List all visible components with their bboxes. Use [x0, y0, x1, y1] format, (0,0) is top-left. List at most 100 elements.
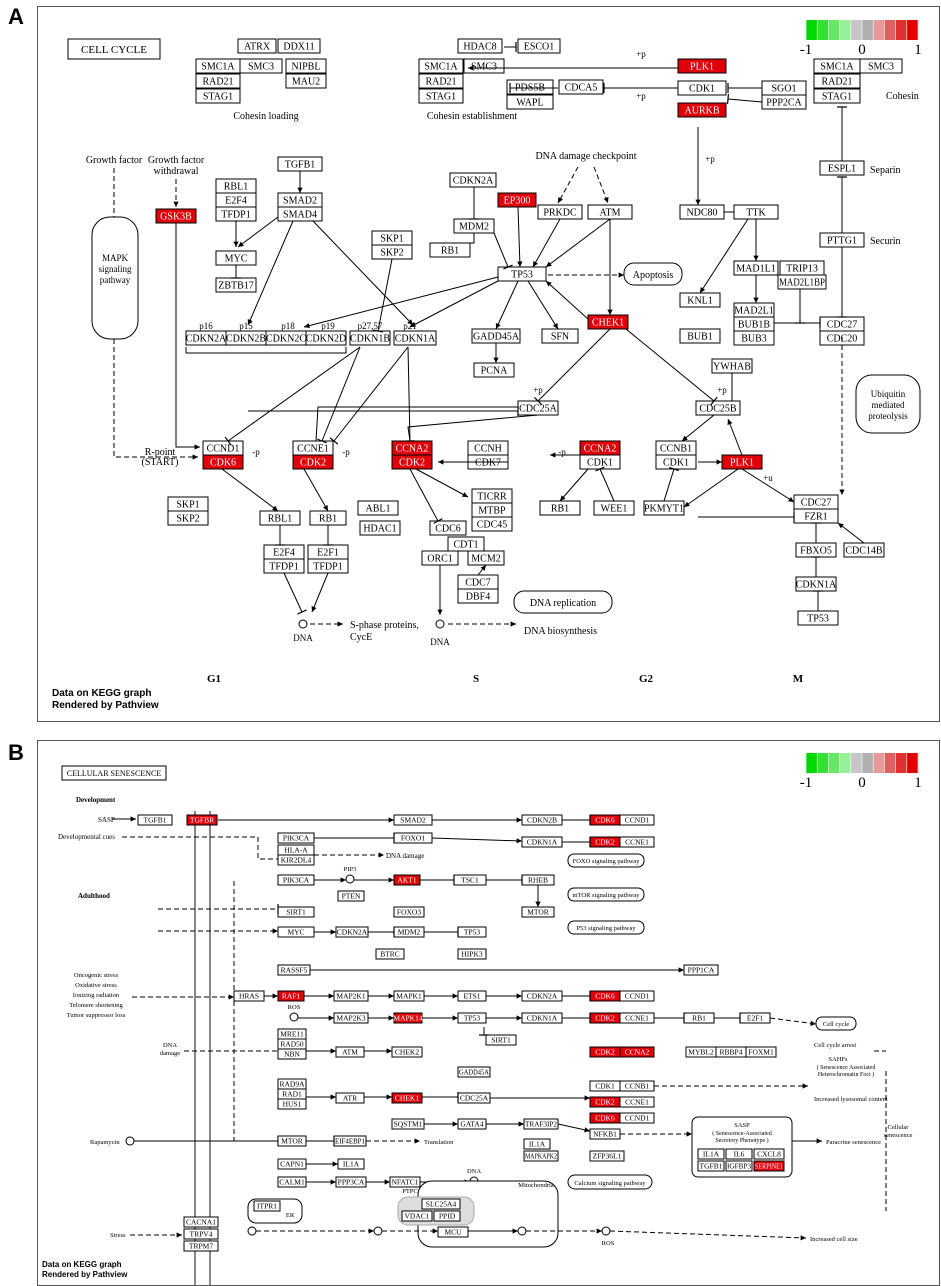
footer-line-2: Rendered by Pathview: [52, 700, 159, 711]
gene-box: [497, 192, 537, 208]
gene-node-cdk6: CDK6: [589, 1112, 621, 1124]
ubiquitin-box: [855, 374, 921, 434]
apoptosis-box: [623, 262, 683, 286]
gene-node-mau2: MAU2: [285, 73, 327, 89]
gene-node-ppp2ca: PPP2CA: [761, 94, 807, 110]
label-growth-factor-withdrawal: Growth factor: [148, 155, 205, 166]
panel-a-letter: A: [8, 4, 24, 29]
arrow-head: [607, 309, 613, 315]
gene-label: CCNH: [474, 444, 502, 455]
gene-node-btrc: BTRC: [375, 948, 405, 960]
gene-label: RASSF5: [281, 966, 308, 975]
gene-label: TTK: [746, 208, 766, 219]
gene-box: [359, 520, 401, 536]
legend-swatch: [817, 20, 829, 40]
gene-label: TGFB1: [700, 1162, 723, 1171]
gene-node-chek1: CHEK1: [391, 1092, 423, 1104]
legend-swatch: [895, 20, 908, 40]
edge: [545, 280, 589, 320]
gene-label: CDK2: [300, 458, 326, 469]
gene-label: GADD45A: [473, 332, 520, 343]
label-rapamycin: Rapamycin: [90, 1139, 120, 1146]
gene-node-plk1: PLK1: [721, 454, 763, 470]
arrow-head: [452, 993, 458, 999]
dna-replication-box: [513, 590, 613, 614]
gene-label: CDK2: [595, 1098, 615, 1107]
gene-box: [677, 58, 727, 74]
gene-label: CDKN1B: [350, 334, 390, 345]
gene-label: TGFBR: [190, 816, 214, 825]
gene-box: [523, 1150, 559, 1162]
gene-label: NDC80: [686, 208, 717, 219]
arrow-head: [388, 817, 394, 823]
gene-node-stag1: STAG1: [195, 88, 241, 104]
gene-label: E2F4: [225, 196, 247, 207]
gene-box: [391, 1092, 423, 1104]
gene-label: VDAC1: [404, 1212, 429, 1221]
inhibition-bar: [297, 609, 307, 615]
edge: [257, 837, 278, 860]
gene-label: SMC3: [868, 62, 894, 73]
gene-node-foxm1: FOXM1: [745, 1046, 777, 1058]
gene-node-vdac1: VDAC1: [401, 1210, 433, 1222]
gene-node-trpm7: TRPM7: [183, 1240, 219, 1252]
gene-label: WAPL: [516, 98, 543, 109]
edge-label: +p: [717, 385, 727, 395]
legend-swatch: [817, 753, 829, 773]
gene-node-mdm2: MDM2: [393, 926, 425, 938]
gene-label: CDK1: [587, 458, 613, 469]
gene-label: CDK7: [475, 458, 501, 469]
arrow-head: [510, 621, 516, 627]
legend-swatch: [884, 753, 896, 773]
arrow-head: [328, 1015, 334, 1021]
dna-node: [298, 619, 308, 629]
gene-label: MAD2L1BP: [779, 278, 825, 289]
gene-label: SQSTM1: [394, 1120, 423, 1129]
gene-box: [237, 38, 277, 54]
gene-label: PPP2CA: [766, 98, 802, 109]
gene-node-cdkn1a: CDKN1A: [521, 836, 563, 848]
inhibition-bar: [726, 93, 730, 105]
gene-node-sfn: SFN: [541, 328, 579, 344]
gene-box: [541, 328, 579, 344]
gene-node-capn1: CAPN1: [277, 1158, 307, 1170]
gene-label: FOXM1: [748, 1048, 774, 1057]
gene-node-ccnh: CCNH: [467, 440, 509, 456]
legend-swatch: [839, 20, 852, 40]
gene-box: [457, 588, 499, 604]
gene-label: CDK2: [595, 838, 615, 847]
gene-box: [335, 1092, 365, 1104]
label-apoptosis: Apoptosis: [633, 270, 674, 281]
label-mapk: MAPK: [102, 253, 129, 263]
label-cellular-senescence: Cellular: [888, 1124, 910, 1131]
gene-label: RBL1: [268, 514, 292, 525]
gene-node-cdk2: CDK2: [391, 454, 433, 470]
gene-label: CCND1: [625, 816, 650, 825]
gene-label: SKP1: [176, 500, 199, 511]
gene-node-fzr1: FZR1: [793, 508, 839, 524]
edge-label: +p: [636, 91, 646, 101]
gene-label: CDKN2A: [186, 334, 227, 345]
label-p27-57: p27,57: [358, 321, 383, 331]
gene-label: CDC27: [827, 320, 858, 331]
label-sasp: SASP: [98, 816, 115, 824]
gene-node-smad2: SMAD2: [277, 192, 323, 208]
gene-node-tfdp1: TFDP1: [307, 558, 349, 574]
gene-label: CCNA2: [396, 444, 429, 455]
gene-box: [418, 88, 464, 104]
gene-label: RAD21: [821, 77, 852, 88]
arrow-head: [753, 255, 759, 261]
gene-label: CDC27: [801, 498, 832, 509]
arrow-head: [753, 297, 759, 303]
legend-swatch: [850, 20, 863, 40]
gene-node-ccnb1: CCNB1: [619, 1080, 655, 1092]
gene-node-ppp3ca: PPP3CA: [335, 1176, 367, 1188]
gene-label: MAD2L1: [734, 306, 773, 317]
gene-node-chek2: CHEK2: [391, 1046, 423, 1058]
gene-label: PRKDC: [543, 208, 577, 219]
gene-node-ccnd1: CCND1: [619, 1112, 655, 1124]
gene-label: HDAC8: [463, 42, 496, 53]
gene-node-myc: MYC: [277, 926, 315, 938]
gene-node-wee1: WEE1: [593, 500, 635, 516]
inhibition-bar: [669, 466, 679, 472]
